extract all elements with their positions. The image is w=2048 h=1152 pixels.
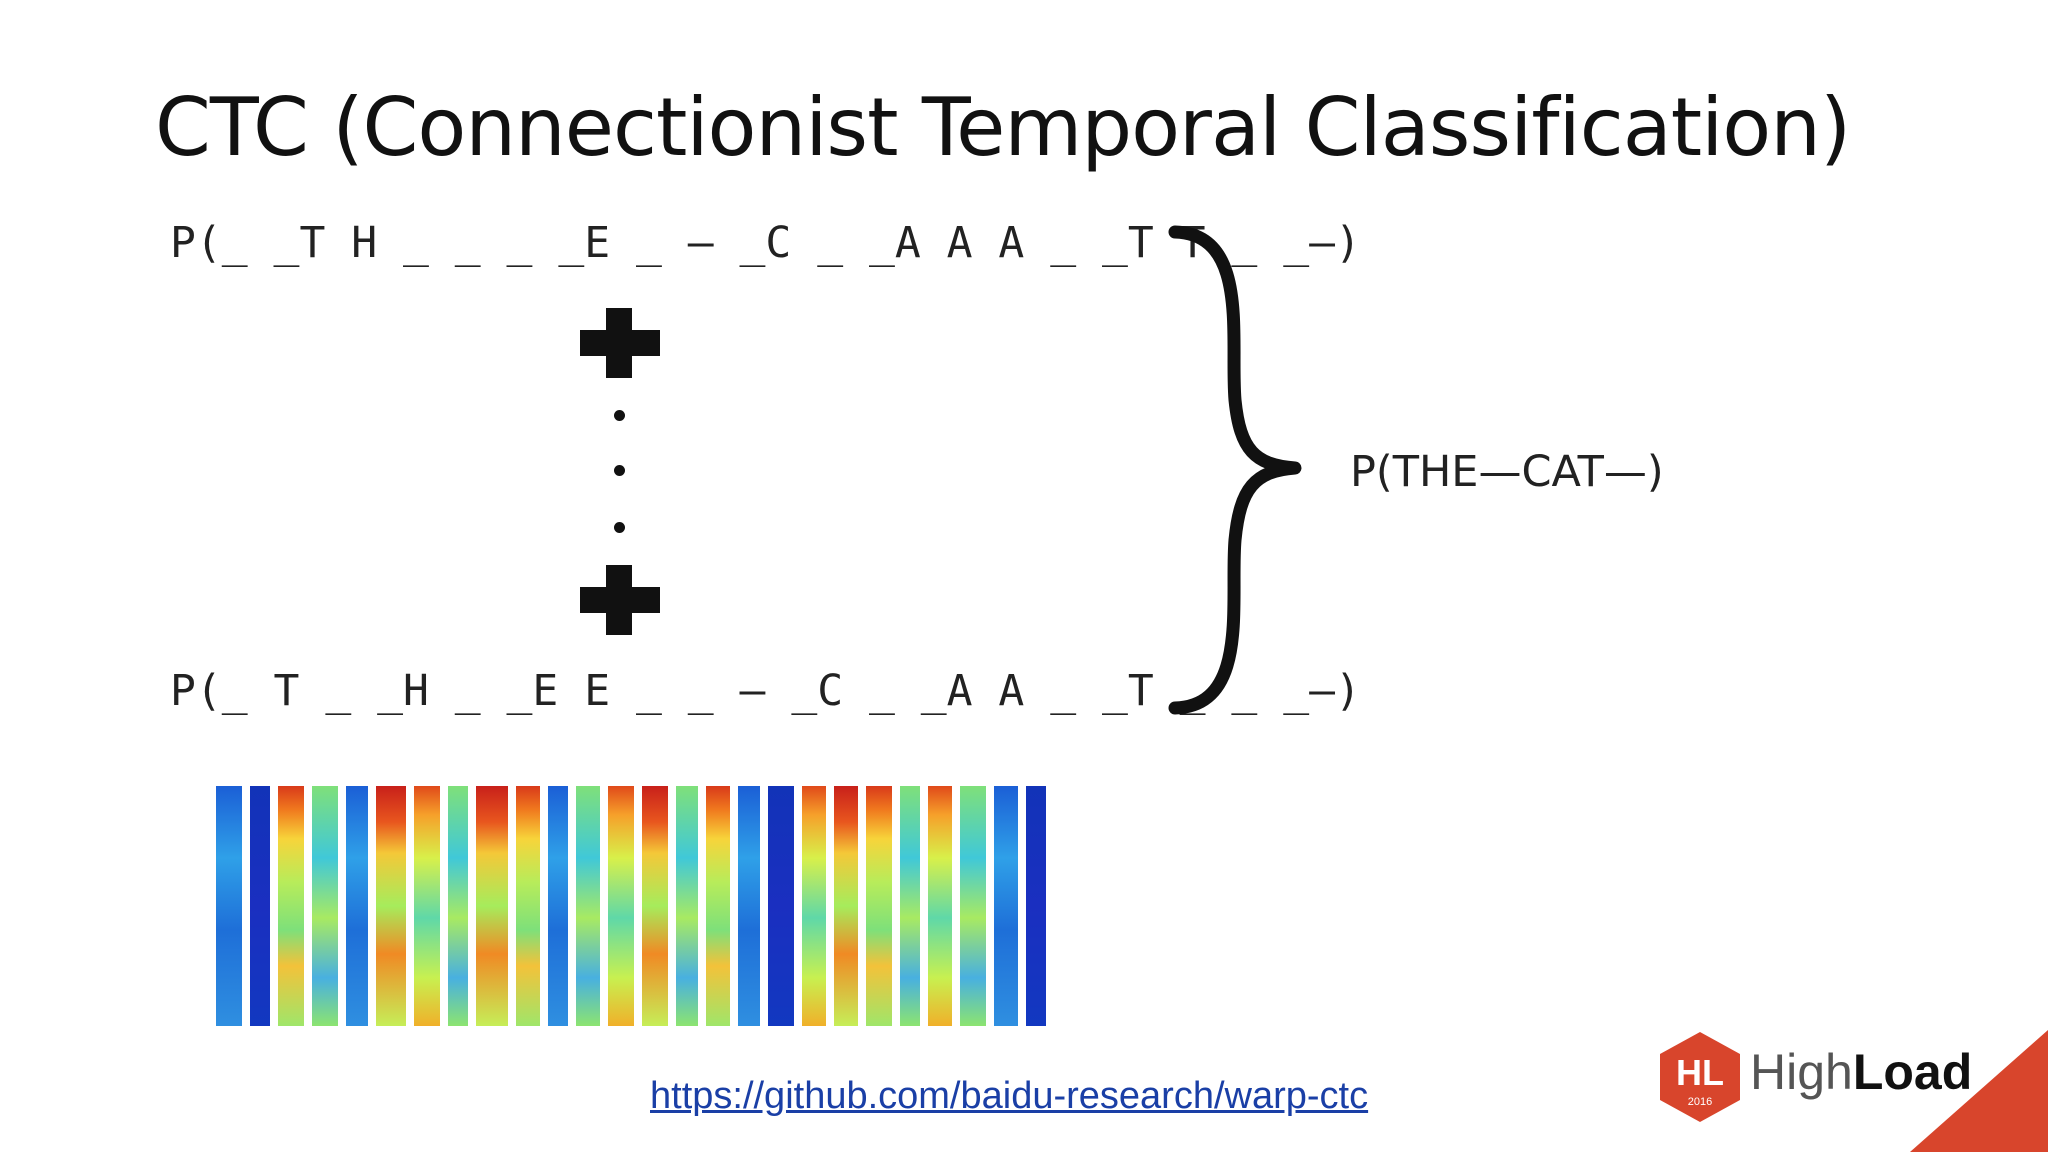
logo-word-load: Load xyxy=(1852,1044,1973,1100)
corner-accent-shape xyxy=(1910,1030,2048,1152)
warp-ctc-link[interactable]: https://github.com/baidu-research/warp-c… xyxy=(650,1075,1369,1117)
ellipsis-dot xyxy=(614,410,625,421)
logo-badge-year: 2016 xyxy=(1688,1096,1712,1108)
alignment-sequence-top: P(_ _T H _ _ _ _E _ – _C _ _A A A _ _T T… xyxy=(170,218,1361,268)
spectrogram-image xyxy=(216,786,1046,1026)
ellipsis-dot xyxy=(614,465,625,476)
highload-hexagon-logo: HL 2016 xyxy=(1660,1032,1740,1122)
slide-title: CTC (Connectionist Temporal Classificati… xyxy=(155,81,1851,174)
ellipsis-dot xyxy=(614,522,625,533)
plus-icon xyxy=(580,565,660,635)
alignment-sequence-bottom: P(_ T _ _H _ _E E _ _ – _C _ _A A _ _T _… xyxy=(170,666,1361,716)
result-probability: P(THE—CAT—) xyxy=(1350,447,1664,497)
spectrogram-frames xyxy=(216,786,1046,1026)
highload-wordmark: HighLoad ++ xyxy=(1750,1040,1972,1104)
plus-icon xyxy=(580,308,660,378)
logo-word-high: High xyxy=(1750,1044,1853,1100)
curly-brace-icon xyxy=(1168,225,1302,715)
logo-badge-letters: HL xyxy=(1676,1052,1724,1093)
